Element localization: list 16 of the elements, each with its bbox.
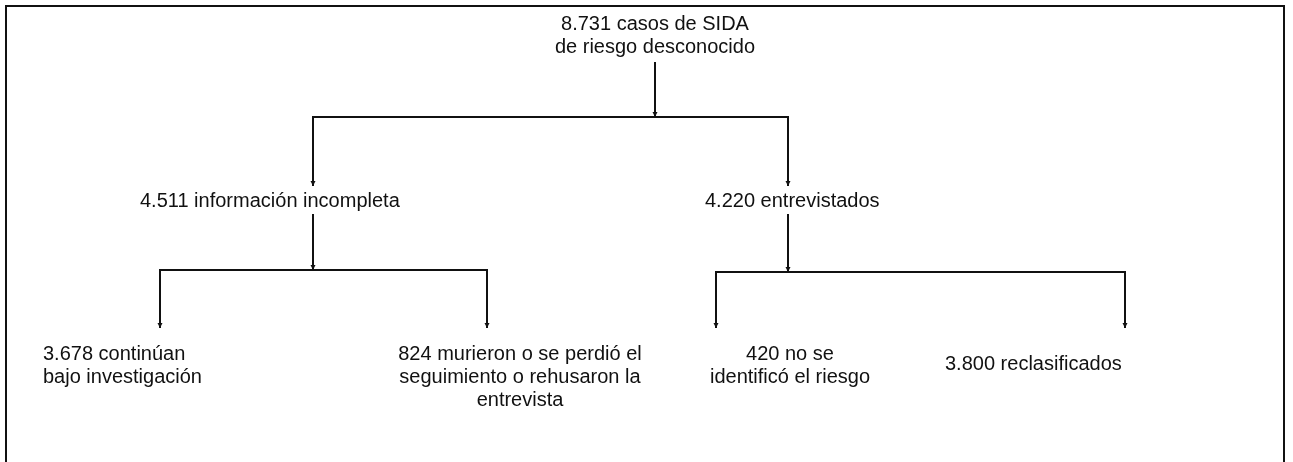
node-label: 3.678 continúan bajo investigación <box>43 342 203 388</box>
arrow <box>157 269 314 329</box>
arrow <box>312 269 490 329</box>
connector-line <box>310 213 316 271</box>
arrow <box>310 116 656 187</box>
connector-line <box>652 61 658 118</box>
node-label: 8.731 casos de SIDA de riesgo desconocido <box>553 12 757 58</box>
node-label: 4.220 entrevistados <box>705 189 881 212</box>
node-label: 4.511 información incompleta <box>140 189 401 212</box>
node-label: 3.800 reclasificados <box>945 352 1123 375</box>
arrow <box>787 271 1128 329</box>
connector-line <box>785 213 791 273</box>
node-label: 824 murieron o se perdió el seguimiento o rehusaron la entrevista <box>397 342 643 411</box>
node-label: 420 no se identificó el riesgo <box>708 342 872 388</box>
arrow <box>713 271 789 329</box>
arrow <box>654 116 791 187</box>
